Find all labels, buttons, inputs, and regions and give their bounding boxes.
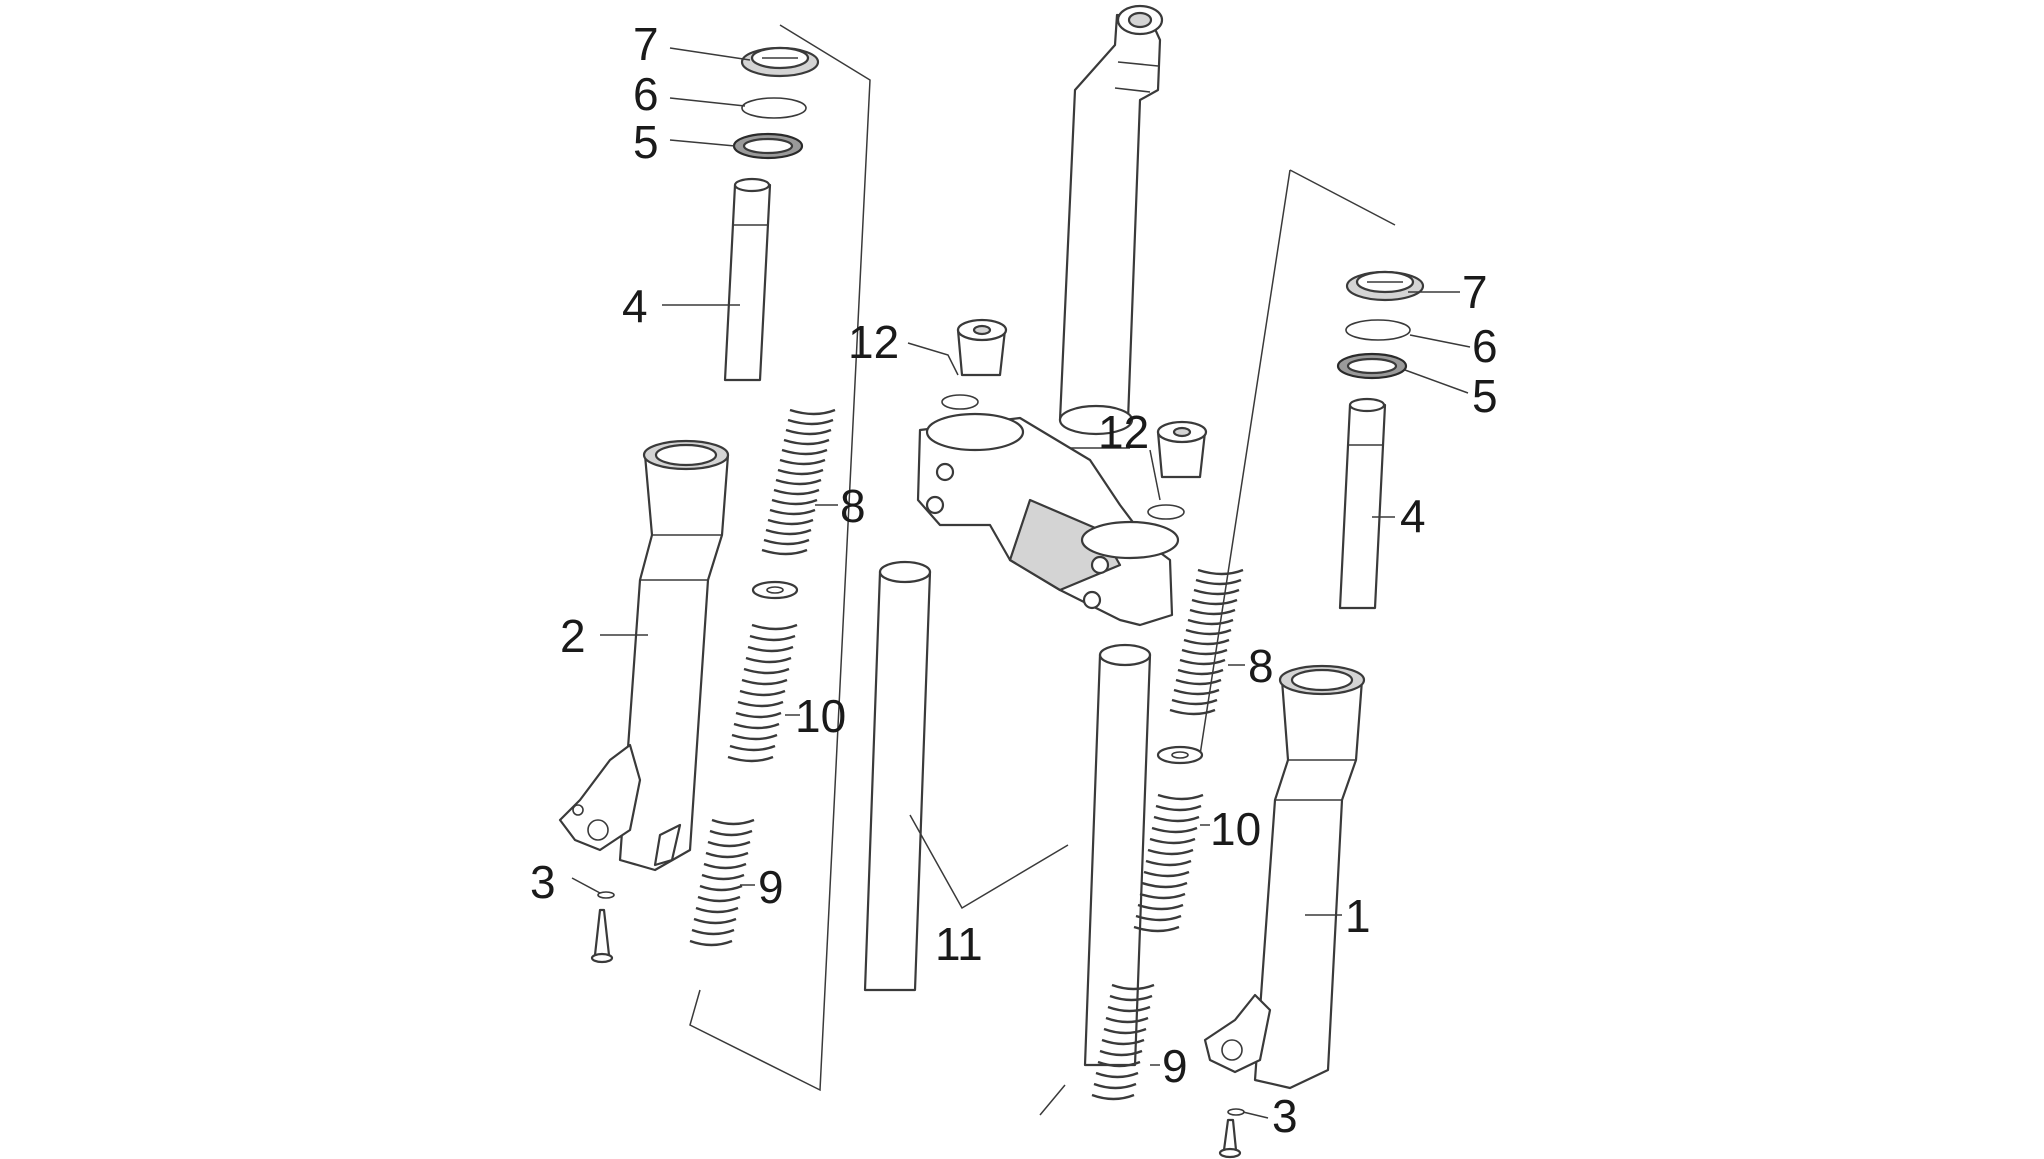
callout-3-left: 3 bbox=[530, 856, 556, 908]
left-assembly-frame bbox=[689, 24, 871, 1092]
callout-6-left: 6 bbox=[633, 68, 659, 120]
oil-seal-right bbox=[1336, 352, 1408, 380]
callout-7-left: 7 bbox=[633, 18, 659, 70]
callout-3-right: 3 bbox=[1272, 1090, 1298, 1142]
damper-rod-left bbox=[723, 177, 772, 382]
callout-5-left: 5 bbox=[633, 116, 659, 168]
callout-2-left: 2 bbox=[560, 610, 586, 662]
inner-tube-right bbox=[1083, 643, 1152, 1067]
spring-9-right bbox=[1091, 983, 1155, 1101]
callout-6-right: 6 bbox=[1472, 320, 1498, 372]
callout-5-right: 5 bbox=[1472, 370, 1498, 422]
steering-stem bbox=[1058, 4, 1164, 449]
callout-1-right: 1 bbox=[1345, 890, 1371, 942]
callout-8-left: 8 bbox=[840, 480, 866, 532]
damper-rod-right bbox=[1338, 397, 1387, 610]
callout-4-right: 4 bbox=[1400, 490, 1426, 542]
bolt-right bbox=[1218, 1108, 1245, 1159]
bushing-left bbox=[941, 318, 1008, 410]
bolt-left bbox=[590, 891, 615, 964]
callout-7-right: 7 bbox=[1462, 266, 1488, 318]
callout-9-left: 9 bbox=[758, 861, 784, 913]
callout-10-left: 10 bbox=[795, 690, 846, 742]
spring-9-left bbox=[689, 818, 755, 947]
callout-8-right: 8 bbox=[1248, 640, 1274, 692]
spring-10-left bbox=[727, 623, 798, 763]
callout-12-left: 12 bbox=[848, 316, 899, 368]
spring-8-left bbox=[761, 408, 836, 556]
inner-tube-left bbox=[863, 560, 932, 992]
spring-8-right bbox=[1169, 568, 1244, 716]
oil-seal-left bbox=[732, 132, 804, 160]
circlip-left bbox=[741, 97, 807, 119]
leader-lines bbox=[571, 47, 1471, 1119]
callout-4-left: 4 bbox=[622, 280, 648, 332]
callout-9-right: 9 bbox=[1162, 1040, 1188, 1092]
dust-cap-right bbox=[1345, 270, 1425, 302]
triple-clamp bbox=[916, 412, 1180, 627]
circlip-right bbox=[1345, 319, 1411, 341]
outer-leg-right bbox=[1203, 664, 1366, 1090]
spring-10-right bbox=[1133, 793, 1204, 933]
callout-labels: 7 6 5 4 2 3 8 10 9 12 12 11 7 6 5 4 8 10… bbox=[530, 18, 1498, 1142]
spacer-washer-right bbox=[1156, 745, 1204, 765]
bushing-right bbox=[1147, 420, 1208, 520]
callout-11: 11 bbox=[935, 918, 983, 970]
right-assembly-frame bbox=[1039, 169, 1396, 1116]
outer-leg-left bbox=[558, 439, 730, 872]
callout-10-right: 10 bbox=[1210, 803, 1261, 855]
spacer-washer-left bbox=[751, 580, 799, 600]
dust-cap-left bbox=[740, 46, 820, 78]
callout-12-right: 12 bbox=[1098, 406, 1149, 458]
